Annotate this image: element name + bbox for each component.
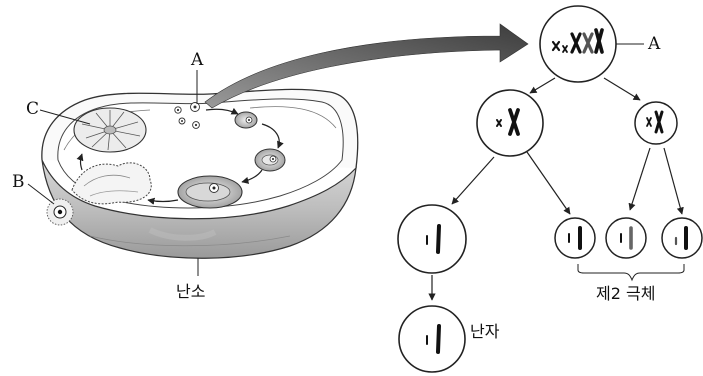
- arrow-a-to-secondary: [529, 77, 556, 94]
- label-egg: 난자: [470, 322, 500, 341]
- label-a-ovary: A: [191, 50, 204, 70]
- arrow-first-polar-to-left: [628, 147, 651, 211]
- label-a-cell: A: [648, 34, 661, 54]
- primary-oocyte-cell: [539, 5, 617, 83]
- cycle-arrow-2: [261, 123, 284, 149]
- primordial-follicles: [174, 102, 200, 129]
- leader-b: [27, 183, 55, 205]
- ovary-body: [41, 159, 357, 259]
- label-c: C: [26, 99, 40, 119]
- follicle-mature: [177, 175, 243, 209]
- egg-cell: [398, 305, 466, 373]
- enlargement-arrow: [204, 23, 529, 109]
- label-ovary: 난소: [176, 282, 206, 301]
- first-polar-body-cell: [634, 101, 678, 145]
- ovary-illustration: [27, 70, 359, 276]
- arrow-secondary-to-ootid: [451, 156, 495, 205]
- cycle-arrow-5: [76, 153, 84, 171]
- arrow-secondary-to-second-polar: [526, 151, 571, 215]
- polar-body-cell-3: [661, 217, 703, 259]
- follicle-medium: [254, 148, 286, 172]
- arrow-first-polar-to-right: [663, 147, 684, 215]
- released-oocyte: [46, 198, 74, 226]
- cycle-arrow-1: [205, 107, 239, 115]
- second-polar-body-cell: [554, 217, 596, 259]
- label-second-polar-body: 제2 극체: [596, 284, 656, 303]
- corpus-luteum: [73, 107, 147, 153]
- ootid-cell: [397, 204, 467, 274]
- leader-c: [39, 109, 91, 125]
- cycle-arrow-4: [147, 197, 179, 205]
- secondary-oocyte-cell: [476, 89, 544, 157]
- polar-body-cell-2: [605, 217, 647, 259]
- label-b: B: [12, 172, 25, 192]
- meiosis-diagram: [397, 5, 703, 373]
- follicle-small: [234, 111, 258, 129]
- arrow-a-to-first-polar: [603, 77, 641, 101]
- polar-body-brace: [577, 264, 685, 282]
- ruptured-follicle: [71, 162, 152, 205]
- cycle-arrow-3: [241, 169, 263, 184]
